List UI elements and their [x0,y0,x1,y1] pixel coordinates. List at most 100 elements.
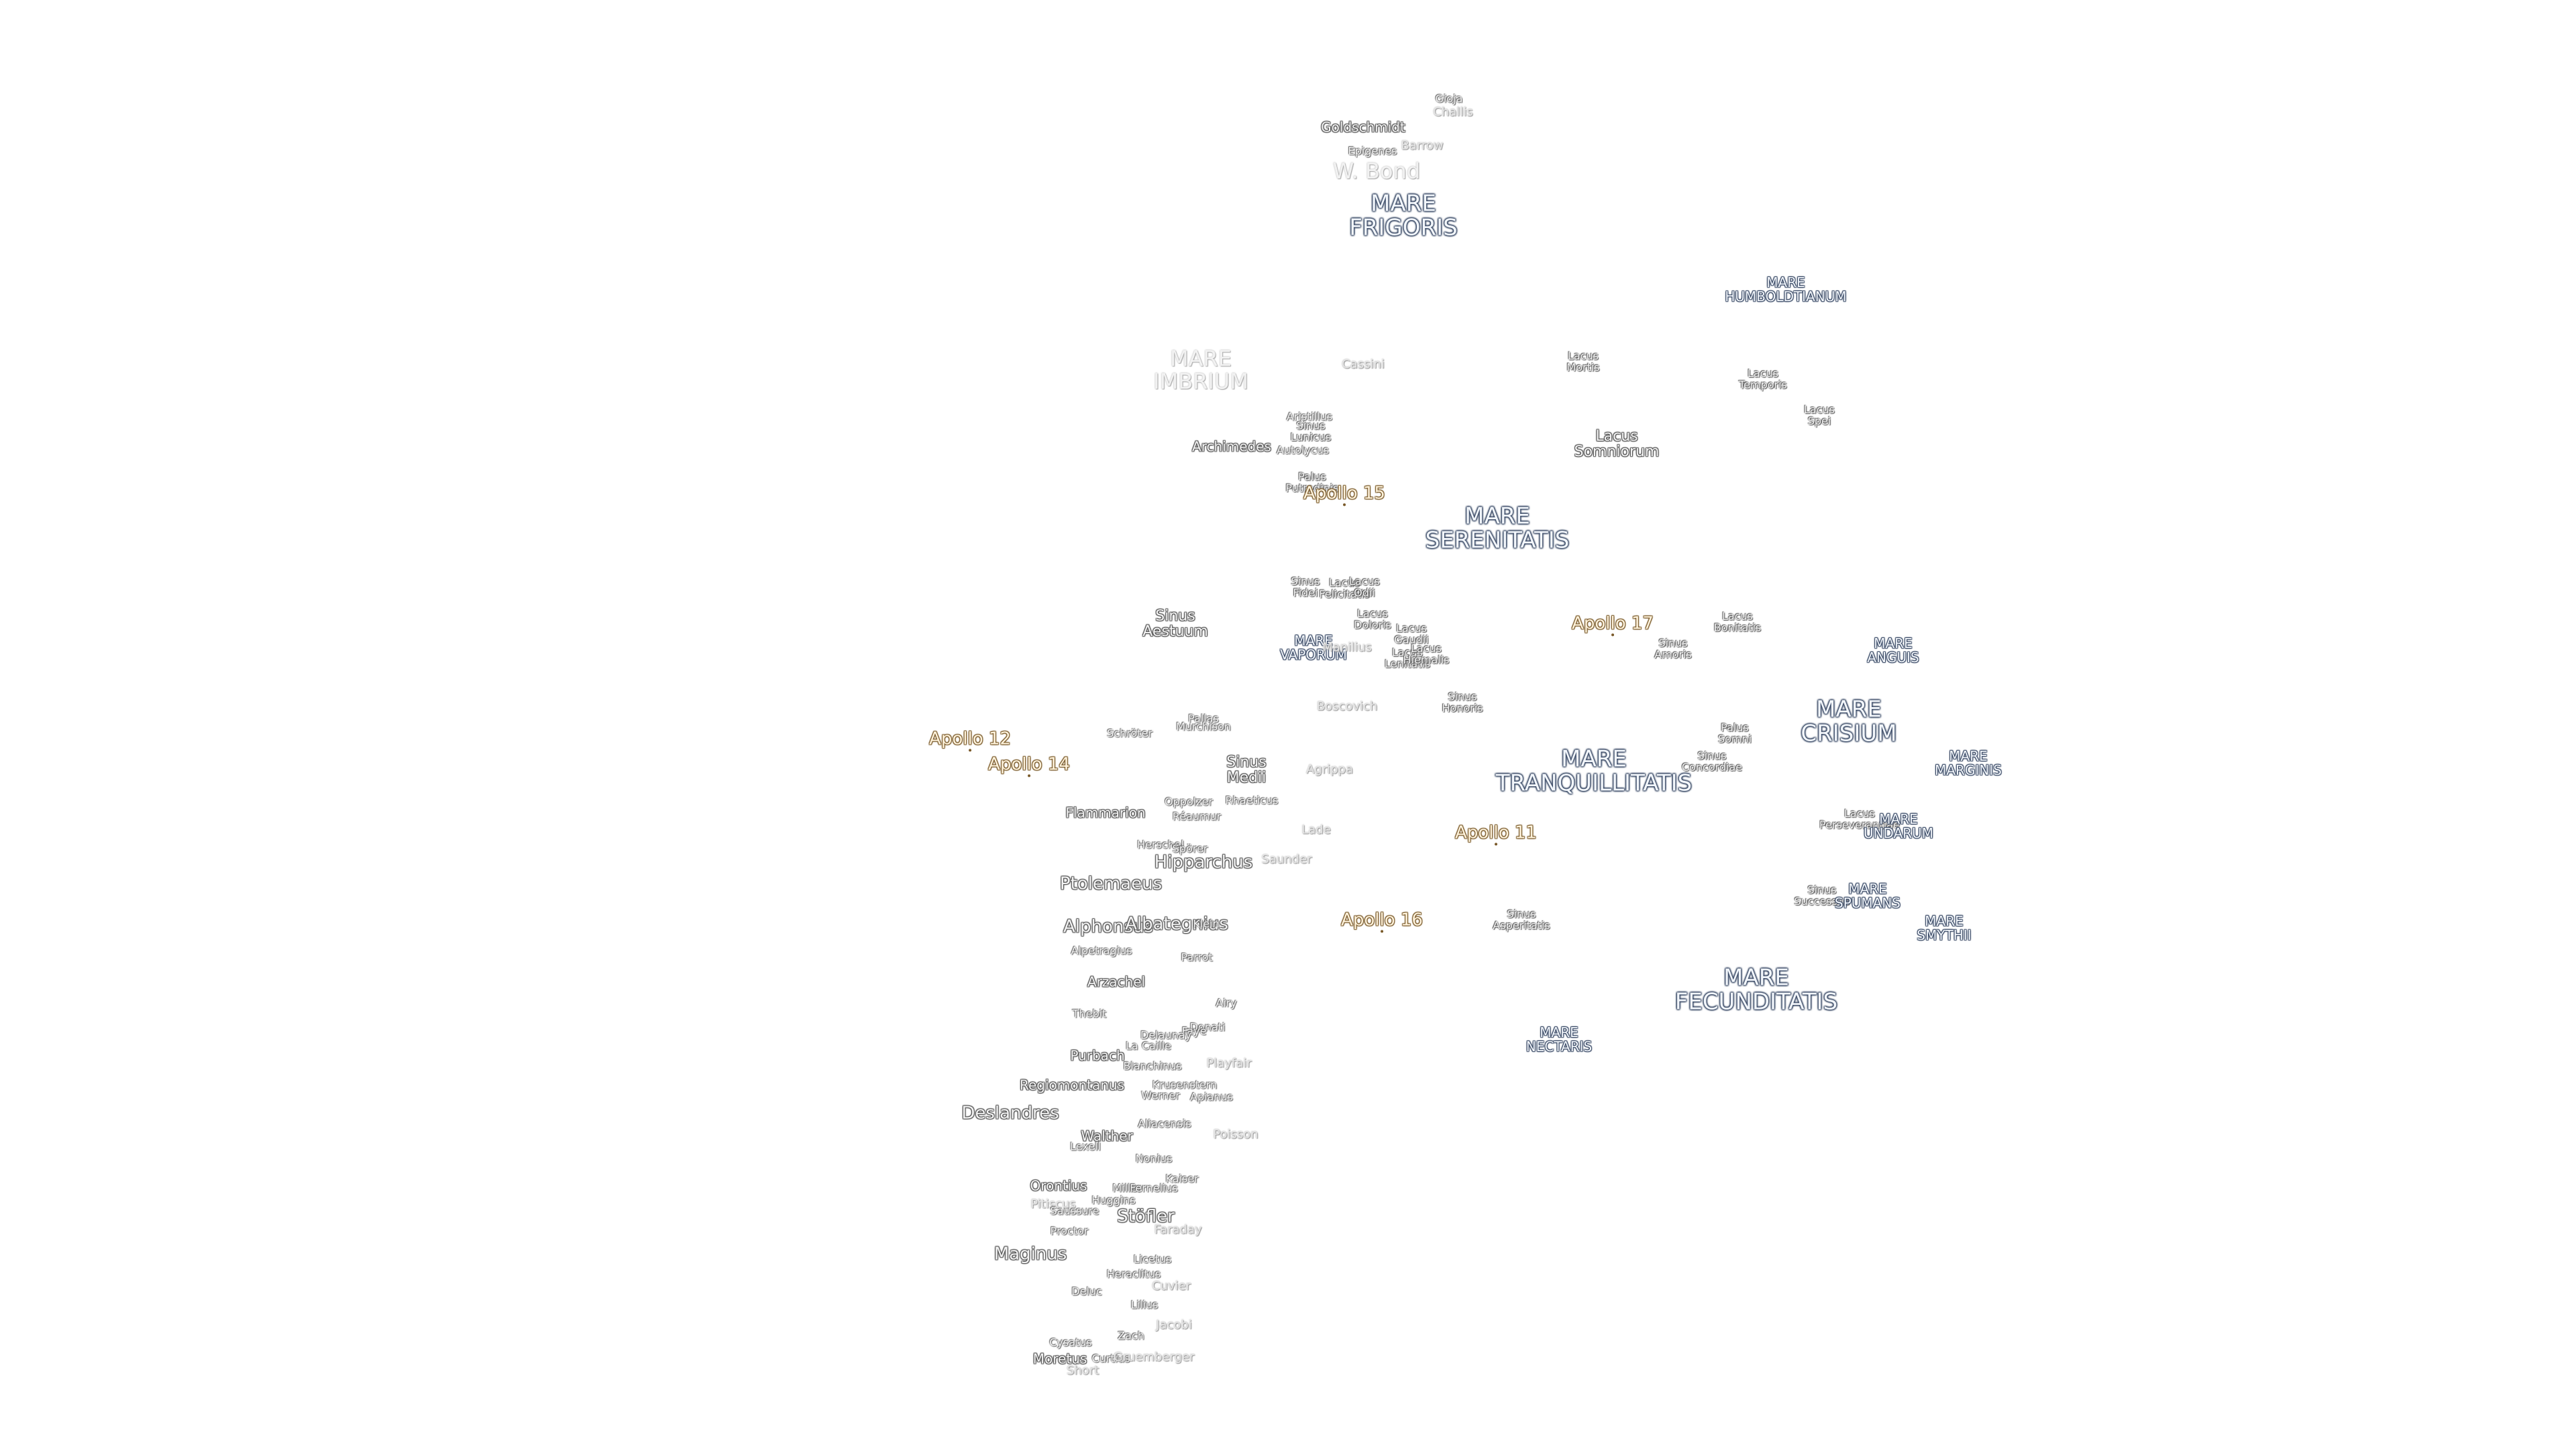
label-mare-anguis: MARE ANGUIS [1867,635,1919,665]
label-apianus: Apianus [1190,1090,1233,1104]
label-mare-spumans: MARE SPUMANS [1835,881,1900,911]
label-aristillus: Aristillus [1286,410,1333,423]
landing-site-marker-icon [1495,843,1497,846]
label-alphonsus: Alphonsus [1063,916,1153,937]
label-rhaeticus: Rhaeticus [1225,794,1279,807]
label-parrot: Parrot [1181,951,1213,964]
label-sinus-successus: Sinus Successus [1794,883,1850,908]
label-st-fler: Stöfler [1117,1206,1175,1227]
label-w-bond: W. Bond [1332,158,1421,184]
label-purbach: Purbach [1070,1047,1125,1064]
label-saunder: Saunder [1261,852,1312,867]
label-murchison: Murchison [1176,720,1231,733]
label-miller: Miller [1112,1181,1142,1195]
label-mare-fecunditatis: MARE FECUNDITATIS [1674,964,1838,1015]
label-kaiser: Kaiser [1165,1172,1199,1185]
label-curtius: Curtius [1091,1352,1130,1365]
label-klein: Klein [1193,917,1220,930]
label-cysatus: Cysatus [1049,1336,1092,1349]
label-ptolemaeus: Ptolemaeus [1059,873,1163,894]
label-blanchinus: Blanchinus [1123,1059,1182,1073]
label-deluc: Deluc [1071,1285,1102,1298]
label-albategnius: Albategnius [1125,914,1228,934]
label-airy: Airy [1216,996,1237,1010]
label-sp-rer: Spörer [1172,842,1208,855]
label-boscovich: Boscovich [1316,699,1378,714]
label-mare-marginis: MARE MARGINIS [1935,748,2002,778]
label-cassini: Cassini [1342,357,1385,372]
label-maginus: Maginus [994,1244,1067,1265]
label-challis: Challis [1433,105,1473,119]
label-proctor: Proctor [1050,1224,1089,1238]
label-regiomontanus: Regiomontanus [1019,1077,1125,1093]
label-faraday: Faraday [1154,1222,1202,1237]
label-mare-undarum: MARE UNDARUM [1863,811,1934,841]
label-archimedes: Archimedes [1192,438,1271,455]
label-licetus: Licetus [1133,1252,1172,1266]
label-apollo-11: Apollo 11 [1455,824,1537,846]
label-lacus-hiemalis: Lacus Hiemalis [1403,642,1450,666]
label-fernelius: Fernelius [1130,1181,1178,1195]
label-orontius: Orontius [1030,1177,1087,1194]
label-gruemberger: Gruemberger [1113,1350,1195,1364]
label-hipparchus: Hipparchus [1154,852,1253,873]
label-walther: Walther [1081,1128,1133,1144]
label-lacus-felicitatis: Lacus Felicitatis [1319,576,1370,600]
label-sinus-asperitatis: Sinus Asperitatis [1493,908,1550,932]
label-heraclitus: Heraclitus [1106,1267,1161,1281]
label-mare-smythii: MARE SMYTHII [1917,913,1972,943]
label-lacus-lenitatis: Lacus Lenitatis [1384,646,1431,670]
label-nonius: Nonius [1135,1152,1173,1165]
label-sinus-fidei: Sinus Fidei [1291,575,1320,599]
label-goldschmidt: Goldschmidt [1321,119,1405,136]
label-huggins: Huggins [1091,1193,1136,1207]
label-oppolzer: Oppolzer [1165,795,1213,808]
label-lacus-bonitatis: Lacus Bonitatis [1713,610,1762,634]
label-sinus-medii: Sinus Medii [1226,753,1267,786]
label-pitiscus: Pitiscus [1030,1197,1076,1212]
label-lacus-temporis: Lacus Temporis [1739,367,1787,391]
landing-site-marker-icon [1381,930,1383,933]
label-palus-putredinis: Palus Putredinis [1285,470,1339,494]
label-short: Short [1066,1363,1099,1378]
label-mare-vaporum: MARE VAPORUM [1280,633,1347,663]
label-flammarion: Flammarion [1065,804,1146,821]
label-jacobi: Jacobi [1156,1318,1192,1332]
label-sinus-concordiae: Sinus Concordiae [1681,749,1743,773]
label-deslandres: Deslandres [961,1103,1059,1124]
landing-site-marker-icon [969,749,971,752]
label-faye: Faye [1181,1024,1207,1038]
label-playfair: Playfair [1206,1056,1252,1071]
label-epigenes: Epigenes [1348,144,1397,158]
label-lexell: Lexell [1070,1140,1101,1153]
label-manilius: Manilius [1322,640,1372,655]
label-gioja: Gioja [1435,92,1463,105]
label-apollo-14: Apollo 14 [988,755,1070,777]
label-pallas: Pallas [1188,712,1219,725]
label-zach: Zach [1118,1329,1144,1342]
label-herschel: Herschel [1136,838,1185,851]
landing-site-marker-icon [1028,774,1030,777]
label-lacus-gaudii: Lacus Gaudii [1394,622,1429,646]
label-mare-frigoris: MARE FRIGORIS [1349,190,1458,241]
label-autolycus: Autolycus [1276,443,1330,457]
label-werner: Werner [1141,1089,1180,1102]
landing-site-marker-icon [1611,633,1614,637]
label-delaunay: Delaunay [1140,1028,1191,1042]
label-mare-tranquillitatis: MARE TRANQUILLITATIS [1495,745,1693,796]
label-agrippa: Agrippa [1305,762,1354,777]
label-lacus-spei: Lacus Spei [1804,403,1835,427]
label-aliacensis: Aliacensis [1138,1117,1191,1130]
label-moretus: Moretus [1032,1350,1087,1367]
label-arzachel: Arzachel [1087,973,1146,990]
label-donati: Donati [1189,1020,1226,1034]
label-mare-imbrium: MARE IMBRIUM [1153,345,1248,394]
landing-site-marker-icon [1343,503,1346,506]
label-lade: Lade [1301,822,1331,837]
label-r-aumur: Réaumur [1172,810,1222,823]
label-mare-serenitatis: MARE SERENITATIS [1425,502,1570,553]
label-palus-somni: Palus Somni [1717,721,1752,745]
label-mare-crisium: MARE CRISIUM [1801,696,1897,747]
label-alpetragius: Alpetragius [1071,944,1132,957]
